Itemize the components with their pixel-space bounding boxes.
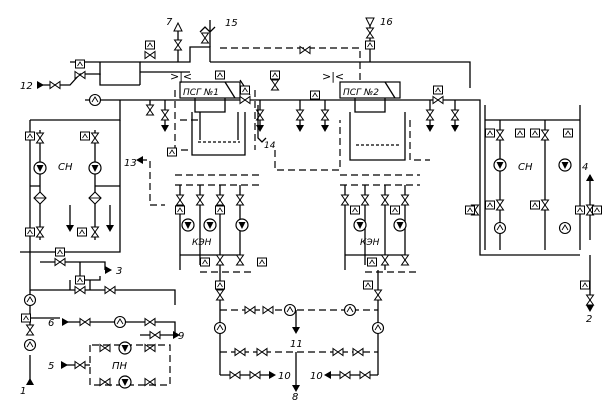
sn-left-label: СН [58, 162, 73, 173]
label-2: 2 [586, 314, 592, 325]
condensate-collector: 11 10 10 8 [213, 270, 385, 401]
top-outlets: 7 15 16 [166, 17, 393, 62]
stream-12: 12 [20, 40, 156, 107]
label-9: 9 [178, 331, 184, 342]
pn-label: ПН [112, 361, 128, 372]
makeup-supply: 1 6 9 5 ПН [20, 275, 184, 397]
header-drains [146, 46, 459, 132]
label-3: 3 [116, 266, 122, 277]
streams-right: 4 2 [580, 162, 602, 325]
network-pumps-right: СН [465, 105, 585, 250]
svg-text:>|<: >|< [322, 70, 344, 83]
sn-right-label: СН [518, 162, 533, 173]
stream-13: 13 [124, 147, 177, 206]
ken2-label: КЭН [360, 238, 380, 248]
label-5: 5 [48, 361, 54, 372]
steam-inlets: >|< >|< [170, 70, 344, 83]
heater-psg-1: ПСГ №1 [179, 81, 246, 156]
stream-14: 14 [257, 105, 276, 151]
label-14: 14 [264, 141, 276, 151]
label-16: 16 [380, 17, 393, 28]
label-11: 11 [290, 339, 303, 350]
stream-3: 3 [40, 247, 122, 281]
ken1-label: КЭН [192, 238, 212, 248]
label-1: 1 [20, 386, 26, 397]
heater-1-label: ПСГ №1 [183, 88, 219, 98]
label-13: 13 [124, 158, 137, 169]
network-pumps-left: СН [25, 130, 120, 240]
svg-text:>|<: >|< [170, 70, 192, 83]
condensate-pumps-2: КЭН [340, 174, 420, 273]
condensate-pumps-1: КЭН [175, 174, 267, 273]
label-8: 8 [292, 392, 298, 401]
label-7: 7 [166, 17, 173, 28]
label-15: 15 [225, 18, 238, 29]
label-10-left: 10 [278, 371, 291, 382]
label-10-right: 10 [310, 371, 323, 382]
heater-psg-2: ПСГ №2 [339, 81, 406, 161]
heater-2-label: ПСГ №2 [343, 88, 379, 98]
label-12: 12 [20, 81, 33, 92]
label-4: 4 [582, 162, 588, 173]
label-6: 6 [48, 318, 54, 329]
